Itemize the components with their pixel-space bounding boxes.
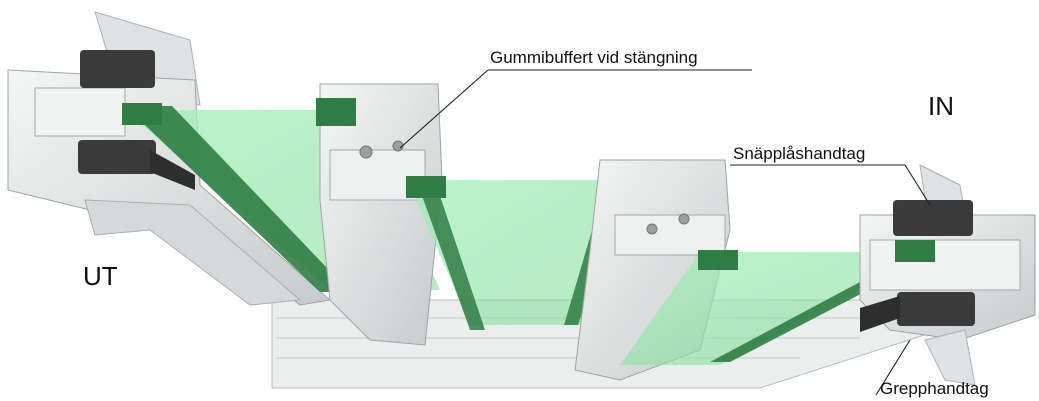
- label-ut: UT: [83, 261, 118, 291]
- leader-grepphandtag: [875, 339, 911, 396]
- outer-frame-right: [859, 164, 1036, 386]
- label-grepphandtag: Grepphandtag: [880, 379, 989, 398]
- glass-edge-left: [122, 103, 162, 125]
- snap-lock-handle-left: [80, 50, 155, 88]
- snap-lock-handle-right: [893, 200, 973, 236]
- grip-handle-right: [897, 292, 975, 326]
- grip-handle-left: [78, 140, 156, 174]
- label-snapplashandtag: Snäpplåshandtag: [733, 144, 865, 163]
- handles: [78, 50, 975, 332]
- leader-snapplashandtag: [904, 164, 931, 206]
- label-gummibuffert: Gummibuffert vid stängning: [490, 48, 698, 67]
- outer-frame-left: [7, 11, 332, 306]
- leader-gummibuffert: [399, 69, 489, 149]
- sash-profile-left: [316, 83, 443, 346]
- label-in: IN: [928, 91, 954, 121]
